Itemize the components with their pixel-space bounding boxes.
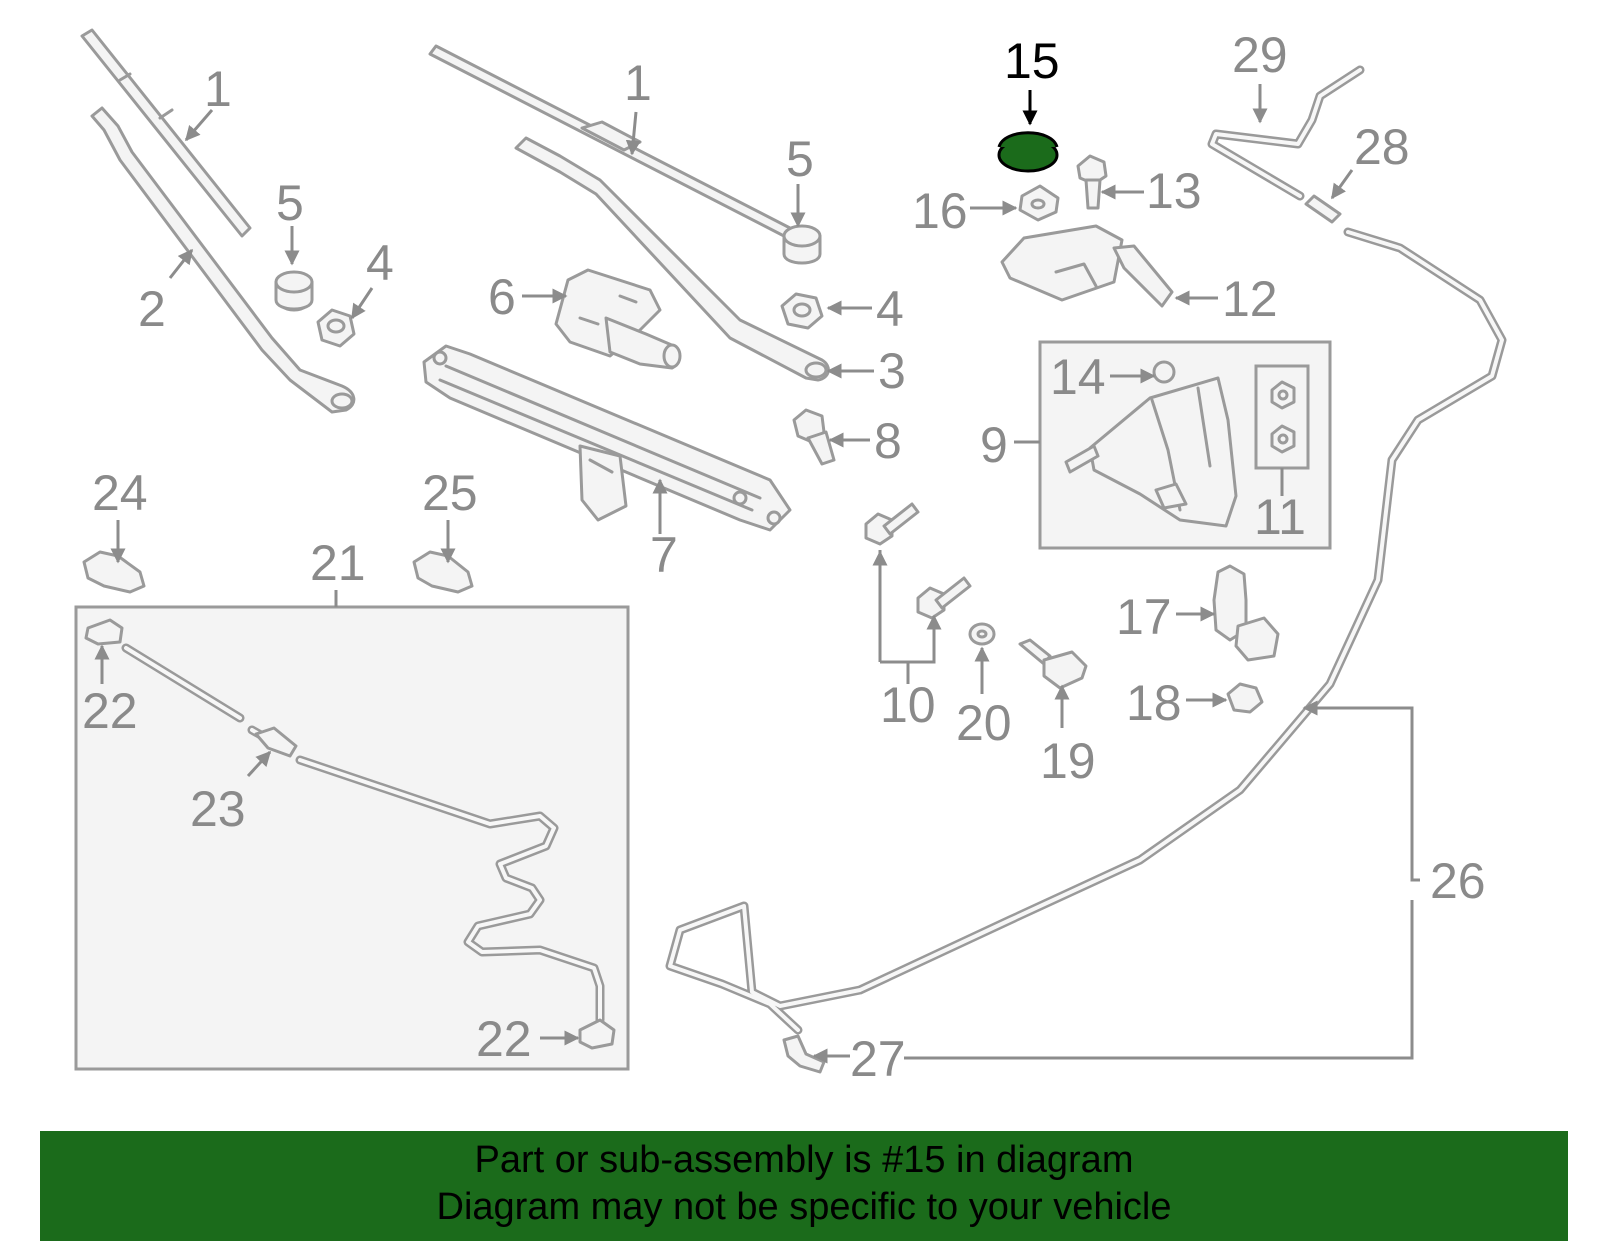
- callout-3: 3: [878, 343, 906, 399]
- callout-15: 15: [1004, 33, 1060, 89]
- callout-29: 29: [1232, 27, 1288, 83]
- nozzle-19: [1018, 638, 1088, 690]
- nozzle-25: [412, 550, 474, 594]
- callout-4-right: 4: [876, 281, 904, 337]
- callout-22-bottom: 22: [476, 1011, 532, 1067]
- hose-assembly-box: [74, 605, 630, 1071]
- callout-19: 19: [1040, 733, 1096, 789]
- callout-8: 8: [874, 413, 902, 469]
- callout-25: 25: [422, 465, 478, 521]
- callout-5-right: 5: [786, 131, 814, 187]
- nozzle-24: [82, 550, 146, 594]
- callout-14: 14: [1050, 349, 1106, 405]
- callout-10: 10: [880, 677, 936, 733]
- nut-4-right: [780, 292, 824, 330]
- callout-18: 18: [1126, 675, 1182, 731]
- bolt-8: [792, 408, 836, 466]
- cap-5-right: [782, 224, 822, 265]
- banner-line-2: Diagram may not be specific to your vehi…: [436, 1186, 1172, 1228]
- grommet-14: [1152, 360, 1176, 384]
- callout-26: 26: [1430, 853, 1486, 909]
- connector-27: [782, 1034, 826, 1074]
- callout-6: 6: [488, 269, 516, 325]
- reservoir-filler-neck: [1000, 224, 1174, 308]
- leader-lines: [94, 84, 1420, 1064]
- callout-22-top: 22: [82, 683, 138, 739]
- hose-26: [665, 65, 1507, 1035]
- nozzle-22-bottom: [578, 1018, 616, 1050]
- callout-4-left: 4: [366, 235, 394, 291]
- reservoir-9: [1064, 376, 1238, 528]
- callout-20: 20: [956, 695, 1012, 751]
- callout-12: 12: [1222, 271, 1278, 327]
- nut-4-left: [316, 308, 356, 348]
- wiper-motor: [554, 268, 682, 370]
- callout-1-left: 1: [204, 61, 232, 117]
- callout-23: 23: [190, 781, 246, 837]
- grommet-18: [1226, 682, 1264, 714]
- connector-28: [1304, 194, 1342, 224]
- pump-17: [1212, 564, 1280, 662]
- left-wiper-arm: [90, 106, 356, 414]
- callout-21: 21: [310, 535, 366, 591]
- left-wiper-blade: [80, 28, 252, 238]
- nuts-11: [1270, 380, 1296, 454]
- washer-20: [968, 622, 996, 646]
- callout-9: 9: [980, 417, 1008, 473]
- bolt-10-lower: [916, 576, 972, 620]
- part-info-banner: Part or sub-assembly is #15 in diagram D…: [40, 1131, 1568, 1241]
- connector-23: [254, 726, 298, 758]
- cap-5-left: [274, 270, 314, 312]
- callout-16: 16: [912, 183, 968, 239]
- bolt-13: [1076, 154, 1108, 210]
- callout-5-left: 5: [276, 175, 304, 231]
- callout-2: 2: [138, 281, 166, 337]
- wiper-linkage: [422, 344, 792, 532]
- banner-line-1: Part or sub-assembly is #15 in diagram: [474, 1139, 1134, 1181]
- clip-16: [1018, 184, 1060, 222]
- callout-28: 28: [1354, 119, 1410, 175]
- callout-1-right: 1: [624, 55, 652, 111]
- callout-7: 7: [650, 527, 678, 583]
- reservoir-cap-15: [997, 131, 1059, 173]
- callout-11: 11: [1254, 489, 1306, 545]
- callout-17: 17: [1116, 589, 1172, 645]
- callout-27: 27: [850, 1031, 906, 1087]
- callout-13: 13: [1146, 163, 1202, 219]
- callout-24: 24: [92, 465, 148, 521]
- callout-labels: 1 1 2 3 4 4 5 5 6 7 8 9 10 11 12 13 14 1…: [82, 27, 1486, 1087]
- bolt-10-upper: [864, 502, 920, 546]
- nozzle-22-top: [84, 618, 124, 646]
